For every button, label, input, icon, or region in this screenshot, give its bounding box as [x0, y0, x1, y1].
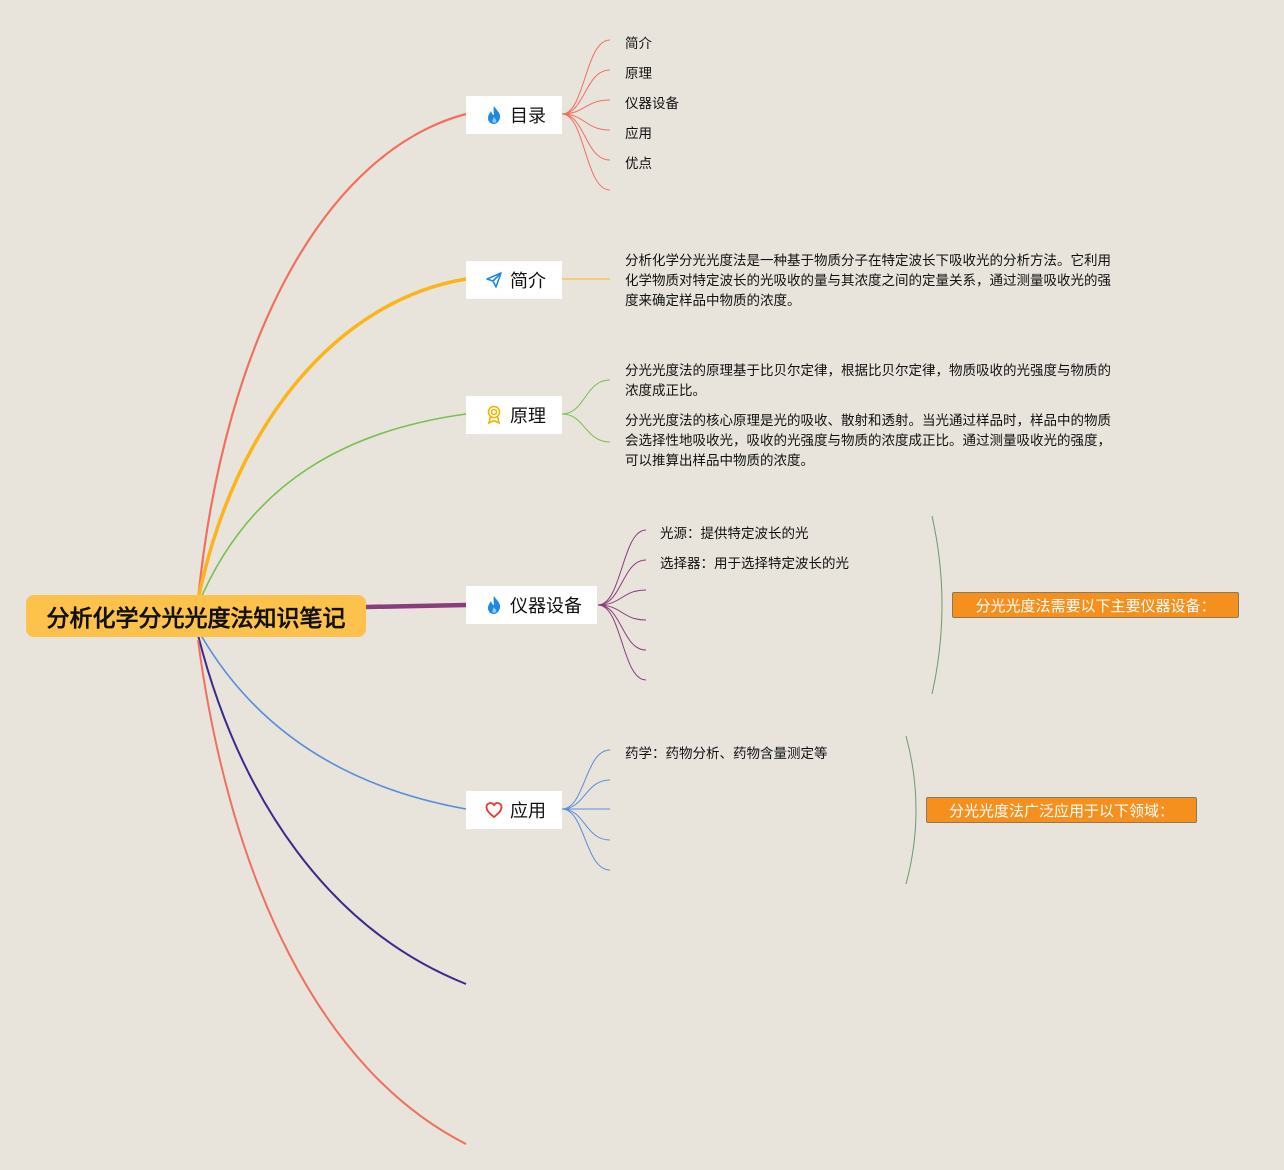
application-bracket [905, 735, 917, 885]
link-toc [196, 112, 467, 601]
toc-item[interactable]: 优点 [625, 156, 652, 172]
branch-equipment[interactable]: 仪器设备 [466, 586, 597, 624]
principle-text-2[interactable]: 分光光度法的核心原理是光的吸收、散射和透射。当光通过样品时，样品中的物质会选择性… [625, 413, 1111, 469]
application-item[interactable]: 药学：药物分析、药物含量测定等 [625, 746, 828, 762]
root-topic[interactable]: 分析化学分光光度法知识笔记 [26, 595, 366, 637]
branch-application[interactable]: 应用 [466, 791, 562, 829]
principle-fan [561, 379, 611, 443]
equipment-bracket [931, 515, 943, 695]
branch-application-label: 应用 [510, 801, 546, 822]
branch-principle-label: 原理 [510, 406, 546, 427]
intro-text[interactable]: 分析化学分光光度法是一种基于物质分子在特定波长下吸收光的分析方法。它利用化学物质… [625, 253, 1111, 309]
heart-icon [484, 799, 504, 821]
application-summary[interactable]: 分光光度法广泛应用于以下领域： [926, 797, 1197, 823]
award-icon [484, 404, 504, 426]
equipment-item[interactable]: 光源：提供特定波长的光 [660, 526, 809, 542]
link-equipment [365, 602, 467, 610]
branch-intro-label: 简介 [510, 271, 546, 292]
principle-text-1[interactable]: 分光光度法的原理基于比贝尔定律，根据比贝尔定律，物质吸收的光强度与物质的浓度成正… [625, 363, 1111, 399]
application-fan [561, 749, 611, 871]
link-empty-1 [197, 634, 467, 985]
flame-icon [484, 104, 504, 126]
equipment-fan [597, 529, 647, 681]
toc-item[interactable]: 应用 [625, 126, 652, 142]
root-title: 分析化学分光光度法知识笔记 [46, 606, 346, 632]
branch-principle[interactable]: 原理 [466, 396, 562, 434]
toc-item[interactable]: 简介 [625, 36, 652, 52]
toc-fan [561, 39, 611, 191]
branch-toc-label: 目录 [510, 106, 546, 127]
link-application [197, 629, 467, 810]
branch-toc[interactable]: 目录 [466, 96, 562, 134]
branch-equipment-label: 仪器设备 [510, 596, 582, 617]
toc-item[interactable]: 原理 [625, 66, 652, 82]
equipment-summary-text: 分光光度法需要以下主要仪器设备： [975, 596, 1216, 615]
equipment-summary[interactable]: 分光光度法需要以下主要仪器设备： [952, 592, 1239, 618]
branch-intro[interactable]: 简介 [466, 261, 562, 299]
application-summary-text: 分光光度法广泛应用于以下领域： [948, 801, 1174, 820]
paper-plane-icon [484, 269, 504, 291]
flame-icon [484, 594, 504, 616]
toc-item[interactable]: 仪器设备 [625, 96, 679, 112]
link-principle [197, 413, 467, 606]
link-empty-2 [197, 639, 467, 1145]
equipment-item[interactable]: 选择器：用于选择特定波长的光 [660, 556, 849, 572]
link-intro [196, 277, 467, 601]
